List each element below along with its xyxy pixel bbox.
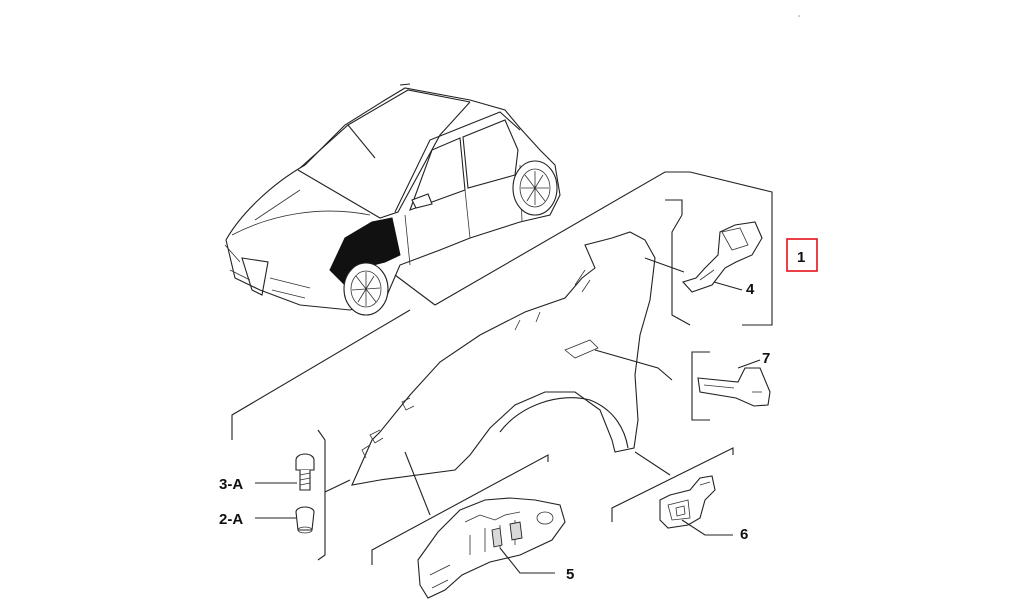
callout-4: 4 [746,281,755,298]
car-illustration [224,83,561,316]
part-5-group: 5 [371,451,574,599]
fasteners-group: 3-A 2-A [219,429,351,561]
detail-frame [231,171,690,440]
fender-panel [351,231,656,486]
part-4-group: 4 1 [644,171,818,326]
callout-1: 1 [797,249,805,266]
part-7-group: 7 [594,349,771,421]
callout-1-highlight [786,238,818,272]
callout-3a: 3-A [219,476,243,493]
callout-7: 7 [762,350,770,367]
part-6-group: 6 [611,447,748,543]
speck-mark [798,15,800,17]
callout-2a: 2-A [219,511,243,528]
callout-5: 5 [566,566,574,583]
callout-6: 6 [740,526,748,543]
